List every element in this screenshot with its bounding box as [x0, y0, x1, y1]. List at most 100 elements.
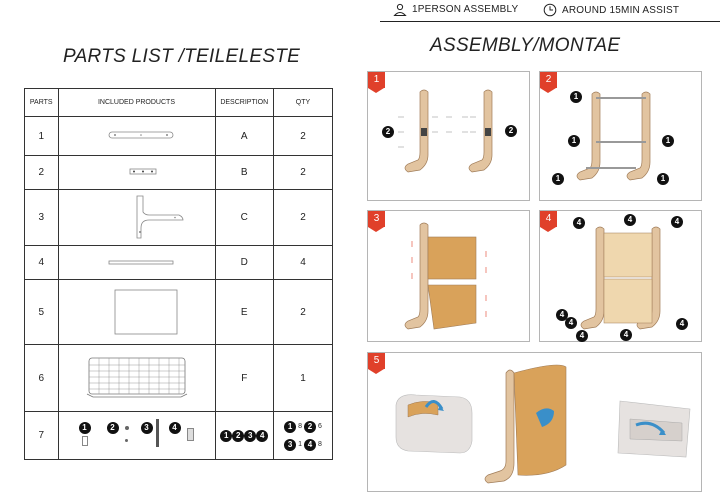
- step-callout: 1: [657, 173, 669, 185]
- step-badge: 1: [368, 72, 385, 93]
- bolt-icon: [81, 436, 88, 446]
- qty-count: 8: [298, 423, 302, 430]
- hardware-callout: 1: [78, 422, 91, 434]
- time-assembly-label: AROUND 15MIN ASSIST: [562, 4, 680, 16]
- washer-icon: [124, 439, 128, 442]
- step-callout: 4: [620, 329, 632, 341]
- assembly-title: ASSEMBLY/MONTAE: [430, 35, 621, 56]
- step-badge: 5: [368, 353, 385, 374]
- part-qty: 2: [273, 189, 333, 246]
- header-included-products: INCLUDED PRODUCTS: [57, 88, 216, 117]
- person-icon: [393, 3, 407, 16]
- hardware-callout: 2: [106, 422, 119, 434]
- part-qty: 4: [273, 245, 333, 280]
- desc-callout: 2: [232, 429, 245, 442]
- qty-callout: 1: [284, 420, 297, 433]
- hardware-callout: 4: [168, 422, 181, 434]
- part-number: 7: [24, 411, 59, 460]
- part-illustration-b: [57, 155, 216, 190]
- part-number: 6: [24, 344, 59, 412]
- step-callout: 4: [676, 318, 688, 330]
- step-callout: 4: [556, 309, 568, 321]
- step-badge: 3: [368, 211, 385, 232]
- part-illustration-a: [57, 116, 216, 156]
- table-row: 1 A 2: [24, 116, 333, 156]
- assembly-step-1: 1 2 2: [367, 71, 530, 201]
- qty-count: 6: [318, 423, 322, 430]
- part-number: 5: [24, 279, 59, 345]
- time-assembly-info: AROUND 15MIN ASSIST: [543, 3, 679, 17]
- parts-table: PARTS INCLUDED PRODUCTS DESCRIPTION QTY …: [24, 88, 333, 460]
- part-qty: 2: [273, 155, 333, 190]
- step-callout: 2: [382, 126, 394, 138]
- header-qty: QTY: [273, 88, 333, 117]
- step-callout: 2: [505, 125, 517, 137]
- part-qty: 2: [273, 116, 333, 156]
- step-5-illustration: [395, 364, 691, 484]
- header-description: DESCRIPTION: [214, 88, 274, 117]
- parts-table-header: PARTS INCLUDED PRODUCTS DESCRIPTION QTY: [24, 88, 333, 117]
- table-row: 4 D 4: [24, 245, 333, 280]
- hardware-callout: 3: [140, 422, 153, 434]
- table-row: 3 C 2: [24, 189, 333, 246]
- qty-callout: 4: [304, 438, 316, 451]
- part-qty: 1: [273, 344, 333, 412]
- step-callout: 4: [573, 217, 585, 229]
- assembly-step-5: 5: [367, 352, 702, 492]
- part-description: E: [214, 279, 274, 345]
- qty-count: 8: [318, 441, 322, 448]
- part-description: C: [214, 189, 274, 246]
- nut-icon: [124, 426, 129, 430]
- qty-count: 1: [298, 441, 302, 448]
- table-row: 2 B 2: [24, 155, 333, 190]
- step-callout: 4: [624, 214, 636, 226]
- hardware-qty: 1 8 2 6 3 1 4 8: [273, 411, 333, 460]
- part-qty: 2: [273, 279, 333, 345]
- person-assembly-label: 1PERSON ASSEMBLY: [412, 4, 519, 15]
- part-number: 4: [24, 245, 59, 280]
- assembly-step-4: 4 4 4 4 4 4 4 4 4: [539, 210, 702, 342]
- step-callout: 1: [662, 135, 674, 147]
- part-description: D: [214, 245, 274, 280]
- part-illustration-f: [57, 344, 216, 412]
- part-number: 2: [24, 155, 59, 190]
- step-callout: 1: [570, 91, 582, 103]
- part-description: A: [214, 116, 274, 156]
- step-badge: 4: [540, 211, 557, 232]
- desc-callout: 3: [244, 429, 257, 442]
- desc-callout: 1: [220, 429, 233, 442]
- clock-icon: [543, 3, 557, 17]
- part-description: B: [214, 155, 274, 190]
- part-number: 1: [24, 116, 59, 156]
- desc-callout: 4: [256, 429, 269, 442]
- step-1-illustration: [398, 89, 493, 173]
- header-parts: PARTS: [24, 88, 59, 117]
- person-assembly-info: 1PERSON ASSEMBLY: [393, 3, 518, 16]
- step-badge: 2: [540, 72, 557, 93]
- step-3-illustration: [404, 222, 487, 330]
- header-divider: [380, 21, 720, 22]
- qty-callout: 3: [284, 438, 297, 451]
- hardware-products: 1 2 3 4: [57, 411, 216, 460]
- parts-list-title: PARTS LIST /TEILELESTE: [63, 46, 301, 67]
- part-description: F: [214, 344, 274, 412]
- step-callout: 1: [568, 135, 580, 147]
- qty-callout: 2: [304, 420, 316, 433]
- part-number: 3: [24, 189, 59, 246]
- step-callout: 4: [565, 317, 577, 329]
- step-2-illustration: [576, 91, 651, 181]
- part-illustration-c: [57, 189, 216, 246]
- step-callout: 1: [552, 173, 564, 185]
- step-4-illustration: [580, 226, 661, 330]
- assembly-step-2: 2 1 1 1 1 1: [539, 71, 702, 201]
- dowel-icon: [186, 428, 194, 441]
- table-row: 6 F 1: [24, 344, 333, 412]
- allen-key-icon: [155, 419, 159, 447]
- step-callout: 4: [671, 216, 683, 228]
- table-row: 5 E 2: [24, 279, 333, 345]
- part-illustration-e: [57, 279, 216, 345]
- part-illustration-d: [57, 245, 216, 280]
- assembly-step-3: 3: [367, 210, 530, 342]
